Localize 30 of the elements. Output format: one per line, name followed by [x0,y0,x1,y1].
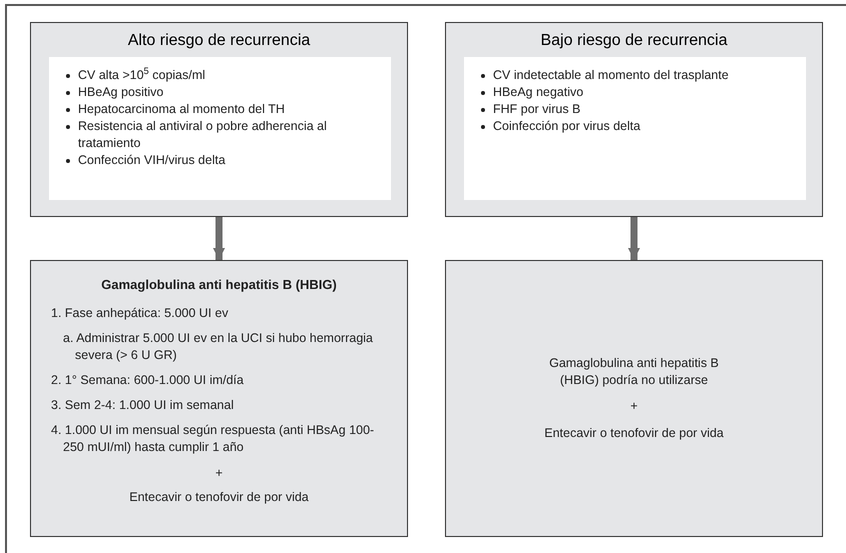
box-text: 1. Fase anhepática: 5.000 UI ev [50,304,230,322]
arrow [628,217,640,260]
process-box [30,260,408,537]
process-box [445,260,823,537]
box-text: 4. 1.000 UI im mensual según respuesta (anti HBsAg 100-250 mUI/ml) hasta cumplir 1 año [50,422,376,456]
bullet-item: HBeAg negativo [493,85,584,99]
process-box [30,22,408,217]
process-box [445,22,823,217]
criteria-panel [464,57,806,200]
bullet-item: Hepatocarcinoma al momento del TH [78,102,285,116]
box-text: Gamaglobulina anti hepatitis B (HBIG) podría no utilizarse [548,354,720,389]
box-text: 2. 1° Semana: 600-1.000 UI im/día [50,372,245,388]
bullet-item: HBeAg positivo [78,85,164,99]
box-heading: Gamaglobulina anti hepatitis B (HBIG) [100,276,338,294]
bullet-item: CV indetectable al momento del trasplante [493,68,729,82]
box-text: Entecavir o tenofovir de por vida [543,424,725,442]
box-text: Entecavir o tenofovir de por vida [128,489,310,506]
box-heading: Alto riesgo de recurrencia [126,31,312,51]
box-heading: Bajo riesgo de recurrencia [540,31,728,51]
bullet-item: FHF por virus B [493,102,581,116]
box-text: + [629,398,639,415]
bullet-item: Resistencia al antiviral o pobre adherencia al tratamiento [78,119,327,150]
bullet-item: Coinfección por virus delta [493,119,640,133]
bullet-item: Confección VIH/virus delta [78,153,226,167]
criteria-panel [49,57,391,200]
box-text: 3. Sem 2-4: 1.000 UI im semanal [50,396,235,414]
bullet-item: CV alta >10$^{5}$ copias/ml [78,68,206,82]
box-text: + [214,464,224,482]
arrow [213,217,225,260]
box-text: a. Administrar 5.000 UI ev en la UCI si hubo hemorragia severa (> 6 U GR) [62,330,374,364]
